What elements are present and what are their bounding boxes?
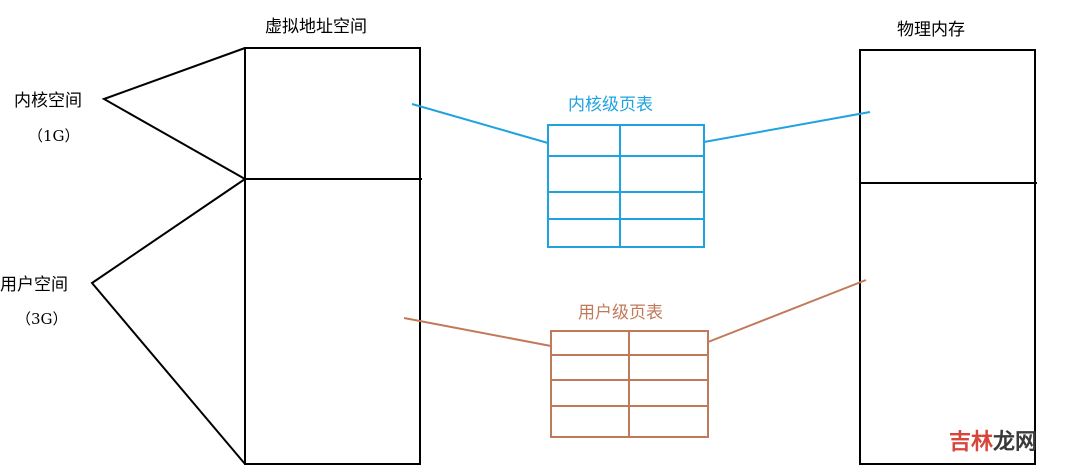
physical-memory-box [859,49,1036,465]
user-space-size: （3G） [16,310,68,328]
user-space-bracket [90,178,246,465]
user-mapping-line-right [707,279,867,343]
user-space-label: 用户空间 [0,275,68,295]
kernel-space-label: 内核空间 [14,91,82,111]
watermark: 吉林龙网 [949,424,1037,456]
kernel-page-table-title: 内核级页表 [568,95,653,115]
watermark-part2: 龙网 [992,430,1037,455]
virtual-address-space-box [244,47,421,465]
watermark-part1: 吉林 [948,430,993,455]
kernel-page-table [547,124,705,248]
kernel-space-size: （1G） [28,127,80,145]
kernel-space-bracket [101,47,246,180]
kernel-mapping-line-left [411,103,549,144]
virtual-space-title: 虚拟地址空间 [265,17,367,37]
user-page-table-title: 用户级页表 [578,303,663,323]
kernel-mapping-line-right [703,111,871,143]
user-mapping-line-left [403,317,552,347]
user-page-table [550,330,709,438]
physical-memory-title: 物理内存 [897,20,965,40]
